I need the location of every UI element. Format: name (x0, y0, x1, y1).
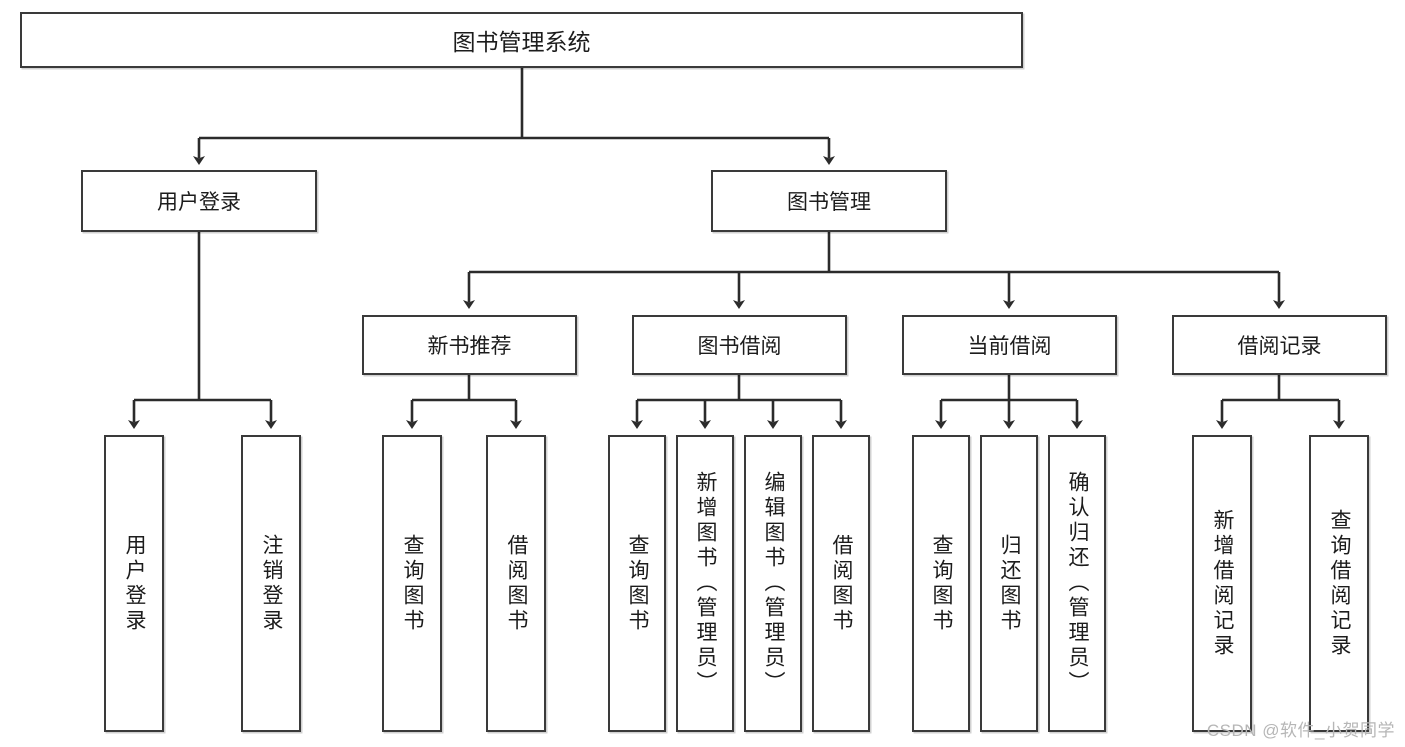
node-leaf-add-book-label: 新增图书（管理员） (694, 471, 718, 696)
node-leaf-return-book-label: 归还图书 (998, 533, 1022, 634)
node-leaf-query-book-3-label: 查询图书 (930, 533, 954, 634)
csdn-watermark: CSDN @软件_小贺同学 (1206, 721, 1395, 740)
node-new-book-recommend-label: 新书推荐 (427, 335, 512, 358)
node-leaf-query-record-label: 查询借阅记录 (1328, 508, 1352, 659)
node-leaf-add-record[interactable]: 新增借阅记录 (1192, 435, 1252, 732)
node-leaf-borrow-book-2[interactable]: 借阅图书 (812, 435, 870, 732)
node-leaf-borrow-book-1[interactable]: 借阅图书 (486, 435, 546, 732)
node-leaf-query-book-2-label: 查询图书 (626, 533, 650, 634)
node-current-borrow-label: 当前借阅 (967, 335, 1052, 358)
node-current-borrow[interactable]: 当前借阅 (902, 315, 1117, 375)
node-leaf-confirm-return[interactable]: 确认归还（管理员） (1048, 435, 1106, 732)
node-borrow-record-label: 借阅记录 (1237, 335, 1322, 358)
node-leaf-confirm-return-label: 确认归还（管理员） (1066, 471, 1090, 696)
node-leaf-query-book-1-label: 查询图书 (401, 533, 425, 634)
node-leaf-add-record-label: 新增借阅记录 (1211, 508, 1235, 659)
node-leaf-user-login-label: 用户登录 (123, 533, 147, 634)
node-new-book-recommend[interactable]: 新书推荐 (362, 315, 577, 375)
node-user-login[interactable]: 用户登录 (81, 170, 317, 232)
node-leaf-borrow-book-2-label: 借阅图书 (830, 533, 854, 634)
node-leaf-edit-book[interactable]: 编辑图书（管理员） (744, 435, 802, 732)
node-leaf-return-book[interactable]: 归还图书 (980, 435, 1038, 732)
node-book-borrow-label: 图书借阅 (697, 335, 782, 358)
node-leaf-logout-login[interactable]: 注销登录 (241, 435, 301, 732)
node-leaf-borrow-book-1-label: 借阅图书 (505, 533, 529, 634)
node-leaf-add-book[interactable]: 新增图书（管理员） (676, 435, 734, 732)
node-leaf-query-book-3[interactable]: 查询图书 (912, 435, 970, 732)
node-leaf-user-login[interactable]: 用户登录 (104, 435, 164, 732)
node-leaf-query-book-2[interactable]: 查询图书 (608, 435, 666, 732)
node-leaf-logout-login-label: 注销登录 (260, 533, 284, 634)
node-borrow-record[interactable]: 借阅记录 (1172, 315, 1387, 375)
node-user-login-label: 用户登录 (157, 191, 241, 214)
node-book-borrow[interactable]: 图书借阅 (632, 315, 847, 375)
node-leaf-edit-book-label: 编辑图书（管理员） (762, 471, 786, 696)
node-book-management-label: 图书管理 (787, 191, 871, 214)
node-root[interactable]: 图书管理系统 (20, 12, 1023, 68)
node-leaf-query-book-1[interactable]: 查询图书 (382, 435, 442, 732)
node-leaf-query-record[interactable]: 查询借阅记录 (1309, 435, 1369, 732)
node-book-management[interactable]: 图书管理 (711, 170, 947, 232)
node-root-label: 图书管理系统 (452, 29, 591, 55)
